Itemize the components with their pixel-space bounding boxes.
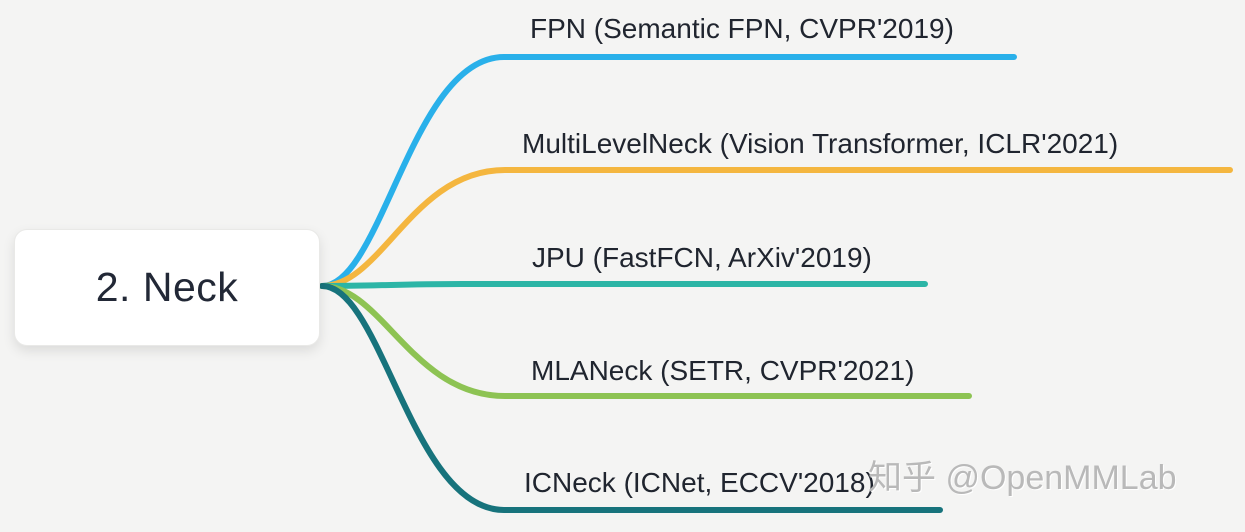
branch-node-multilevelneck[interactable]: MultiLevelNeck (Vision Transformer, ICLR… — [522, 128, 1119, 159]
branch-line-mlaneck — [319, 283, 972, 399]
branch-line-fpn — [319, 54, 1017, 289]
branch-line-multilevelneck — [319, 167, 1233, 289]
branch-node-fpn[interactable]: FPN (Semantic FPN, CVPR'2019) — [530, 13, 954, 44]
branch-line-jpu — [319, 281, 928, 289]
branch-line-icneck — [319, 283, 943, 513]
root-node-label: 2. Neck — [95, 264, 239, 310]
branch-node-mlaneck[interactable]: MLANeck (SETR, CVPR'2021) — [531, 355, 915, 386]
branch-node-icneck[interactable]: ICNeck (ICNet, ECCV'2018) — [524, 467, 875, 498]
root-node-neck[interactable]: 2. Neck — [14, 229, 320, 346]
branch-node-jpu[interactable]: JPU (FastFCN, ArXiv'2019) — [532, 242, 872, 273]
